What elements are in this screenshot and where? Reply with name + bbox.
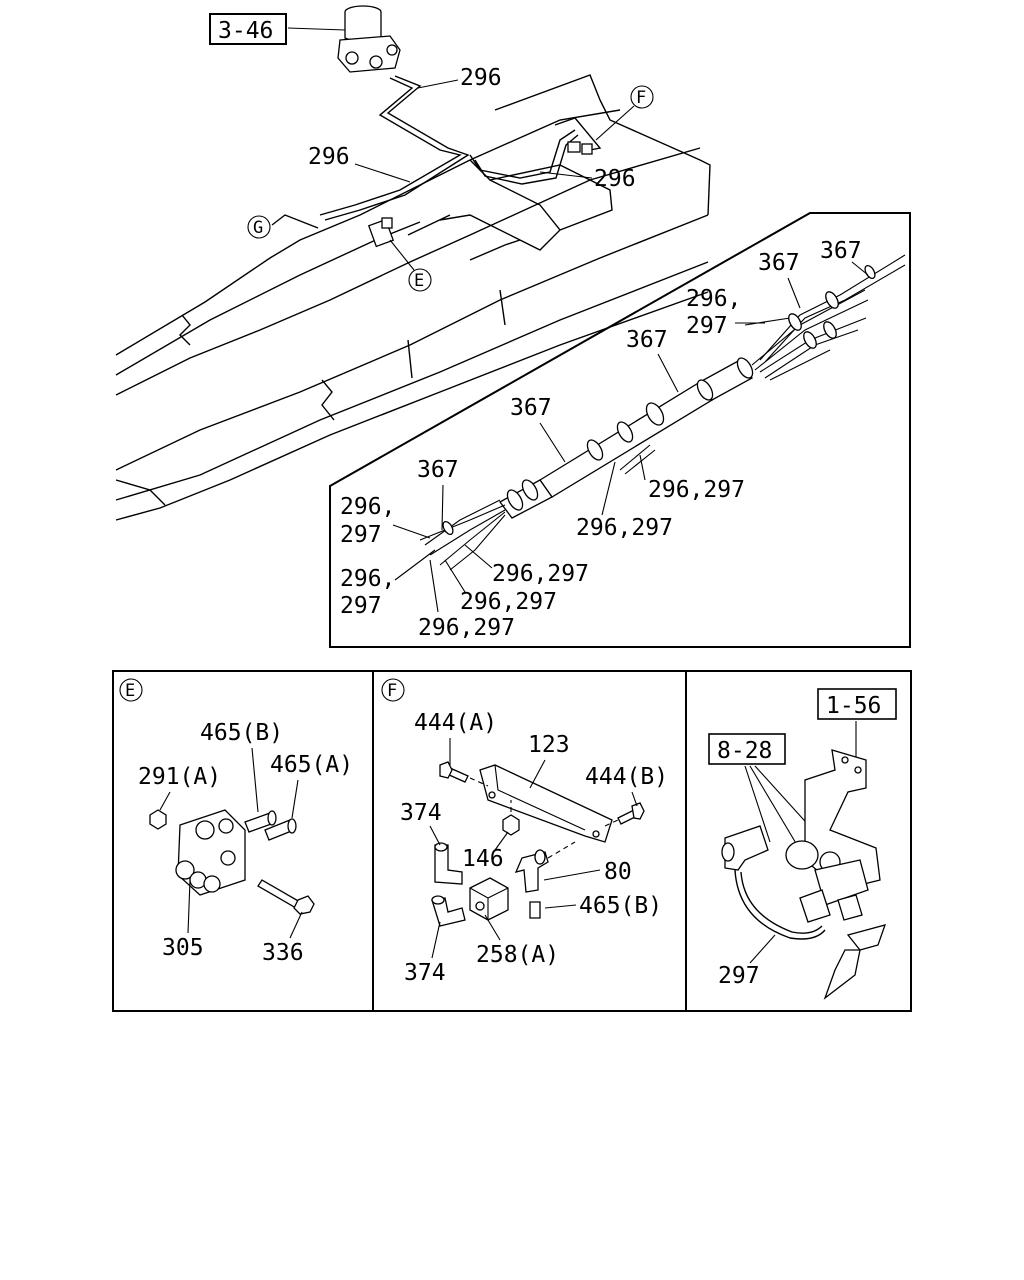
ref-e-label: E [414,271,424,291]
main-view-labels: 3-46 296 296 296 F G E [209,13,654,292]
detail-panel-f: F 444(A) 123 444 [381,678,668,986]
detail-panel-e: E 465(B) 465(A) 291(A) 305 336 [119,678,353,966]
air-pipes-drawing [271,75,602,248]
panel-f-80-label: 80 [604,859,632,885]
panel-e-465a-label: 465(A) [270,752,353,778]
panel-f-374a-label: 374 [400,800,442,826]
panel-e-291a-label: 291(A) [138,764,221,790]
ref-circle-g [247,215,271,239]
ref-g-label: G [253,218,263,238]
sleeve-367-label-b: 367 [758,250,800,276]
panel-e-ref-circle [119,678,143,702]
sleeve-367-label-a: 367 [820,238,862,264]
ref-f-label: F [636,88,646,108]
panel-e-305-label: 305 [162,935,204,961]
pipe-296-label-left: 296 [308,144,350,170]
ref-8-28-label: 8-28 [717,738,772,764]
tube-296-297-label-c: 296,297 [492,561,589,587]
panel-f-ref-circle [381,678,405,702]
ref-circle-f [630,85,654,109]
tube-296-label-a: 296, [686,286,741,312]
tube-297-label-b: 297 [340,522,382,548]
panel-e-ref-label: E [125,681,135,701]
sleeve-367-label-c: 367 [626,327,668,353]
panel-e-336-label: 336 [262,940,304,966]
panel-f-444b-label: 444(B) [585,764,668,790]
sleeve-367-label-d: 367 [510,395,552,421]
ref-box-8-28 [708,733,786,765]
tube-296-297-label-d: 296,297 [460,589,557,615]
panel-e-465b-label: 465(B) [200,720,283,746]
panel-f-465b-label: 465(B) [579,893,662,919]
panel-f-444a-label: 444(A) [414,710,497,736]
tube-296-label-c: 296, [340,566,395,592]
panel-f-123-label: 123 [528,732,570,758]
tube-297-label-a: 297 [686,313,728,339]
ref-3-46-label: 3-46 [218,18,273,44]
panel-valve-297-label: 297 [718,963,760,989]
ref-box-1-56 [817,688,897,720]
chassis-frame-drawing [115,74,711,521]
tube-296-297-label-b: 296,297 [576,515,673,541]
tube-296-297-label-e: 296,297 [418,615,515,641]
pipe-296-label-right: 296 [594,166,636,192]
panel-f-258a-label: 258(A) [476,942,559,968]
tube-296-297-label-a: 296,297 [648,477,745,503]
ref-circle-e [408,268,432,292]
panel-f-ref-label: F [387,681,397,701]
ref-1-56-label: 1-56 [826,693,881,719]
tube-bundle-inset: 367 367 367 367 367 296, 297 296,297 296… [329,212,911,648]
tube-296-label-b: 296, [340,494,395,520]
ref-box-3-46 [209,13,287,45]
air-dryer [337,5,401,73]
tube-297-label-c: 297 [340,593,382,619]
panel-f-374b-label: 374 [404,960,446,986]
detail-panel-valve: 1-56 8-28 297 [708,688,897,1000]
panel-f-146-label: 146 [462,846,504,872]
pipe-296-label-top: 296 [460,65,502,91]
sleeve-367-label-e: 367 [417,457,459,483]
detail-panels-frame [112,670,912,1012]
